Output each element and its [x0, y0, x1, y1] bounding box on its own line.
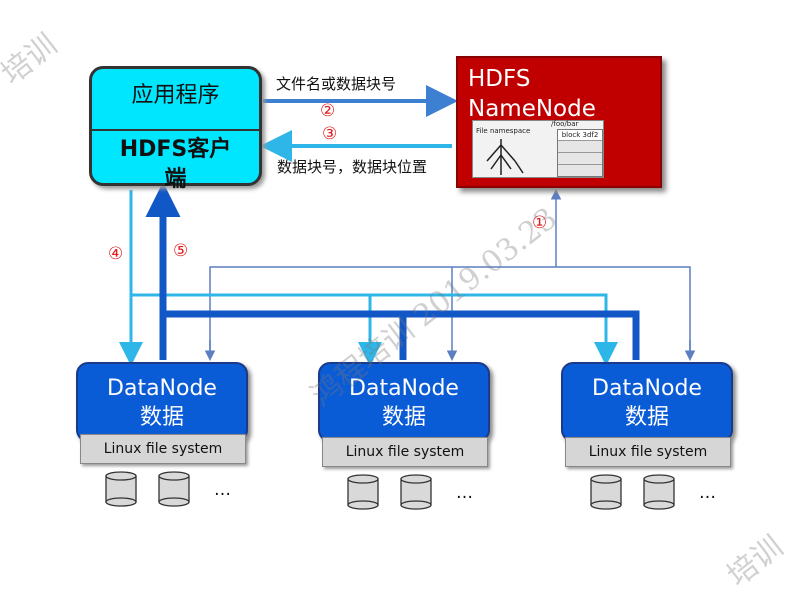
namespace-figure: File namespace /foo/bar block 3df2	[472, 120, 604, 178]
more-disks-ellipsis: …	[214, 480, 231, 500]
linux-fs-bar: Linux file system	[322, 437, 488, 467]
step-4-marker: ④	[108, 244, 124, 264]
namenode-box: HDFS NameNode File namespace /foo/bar bl…	[456, 56, 662, 188]
connector-lines	[119, 85, 696, 366]
datanode-box: DataNode 数据	[318, 362, 490, 442]
more-disks-ellipsis: …	[699, 483, 716, 503]
request-label: 文件名或数据块号	[276, 75, 397, 93]
disk-icon	[347, 474, 379, 510]
step-3-marker: ③	[322, 124, 338, 144]
response-label: 数据块号，数据块位置	[277, 158, 428, 176]
disk-icon	[158, 471, 190, 507]
disk-icon	[643, 474, 675, 510]
namenode-title: HDFS NameNode	[468, 66, 596, 122]
disk-icon	[590, 474, 622, 510]
hdfs-client-label: HDFS客户端	[119, 137, 232, 192]
disk-icons	[105, 471, 675, 510]
block-cell: block 3df2	[558, 130, 602, 141]
namespace-label: File namespace	[476, 127, 531, 135]
step-1-marker: ①	[532, 213, 548, 233]
linux-fs-bar: Linux file system	[565, 437, 731, 467]
more-disks-ellipsis: …	[456, 483, 473, 503]
datanode-box: DataNode 数据	[76, 362, 248, 442]
client-divider	[92, 129, 259, 131]
linux-fs-bar: Linux file system	[80, 434, 246, 464]
tree-icon	[486, 139, 524, 175]
hdfs-client-node: 应用程序 HDFS客户端	[89, 66, 262, 192]
disk-icon	[400, 474, 432, 510]
step-2-marker: ②	[320, 101, 336, 121]
application-label: 应用程序	[131, 83, 220, 108]
datanode-box: DataNode 数据	[561, 362, 733, 442]
block-table: block 3df2	[557, 129, 603, 177]
disk-icon	[105, 471, 137, 507]
step-5-marker: ⑤	[173, 241, 189, 261]
path-label: /foo/bar	[551, 120, 579, 128]
